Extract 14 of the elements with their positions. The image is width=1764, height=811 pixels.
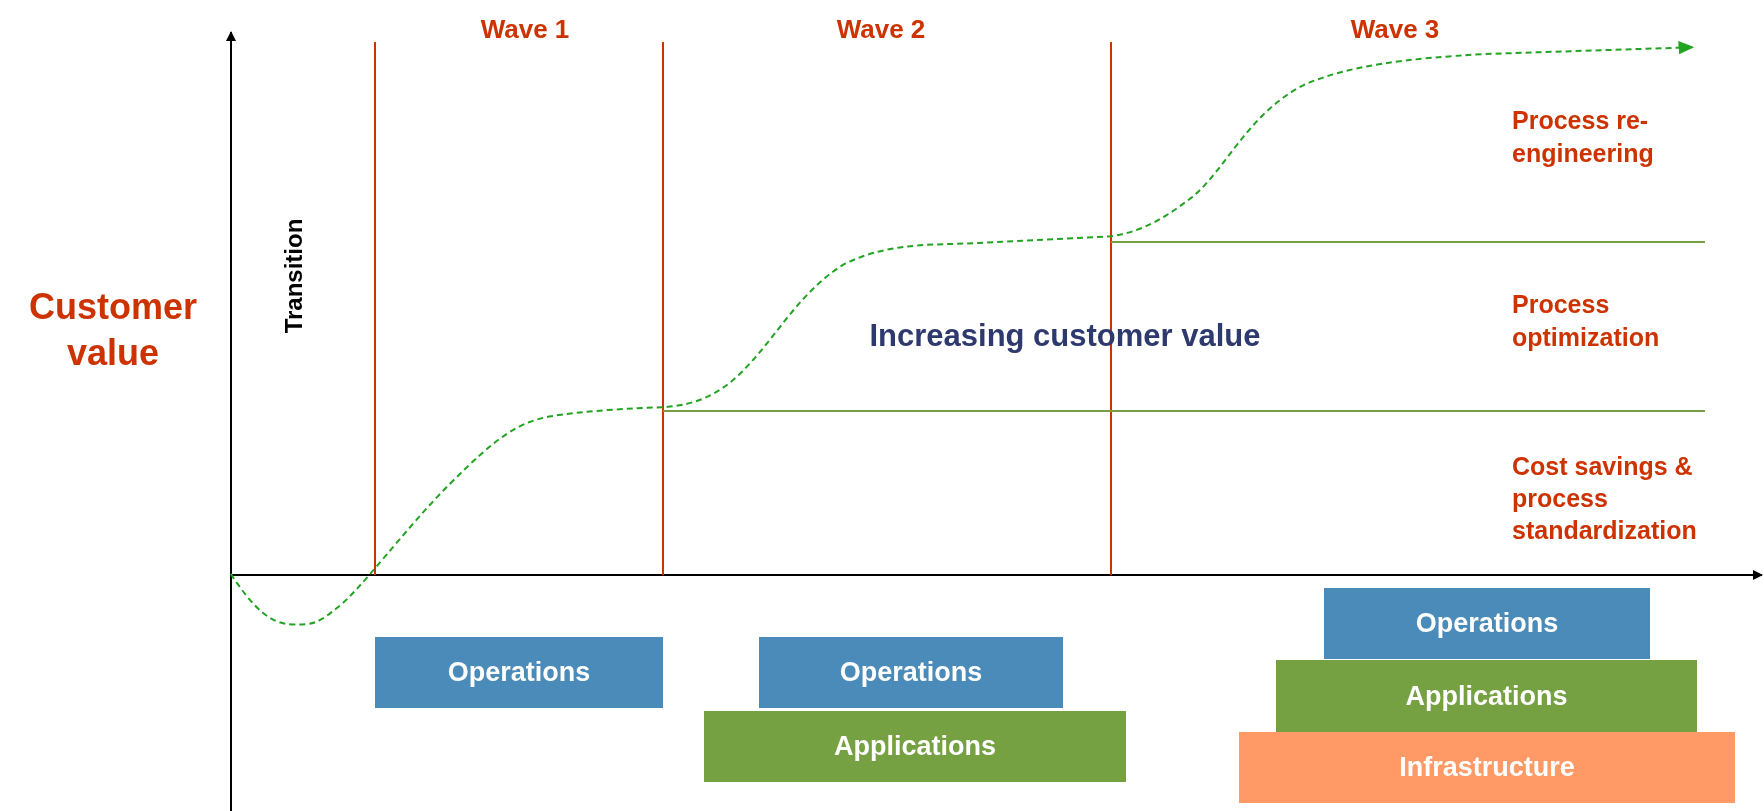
phase-label: Transition xyxy=(279,217,308,336)
wave-label: Wave 3 xyxy=(1349,13,1441,46)
layer-box: Infrastructure xyxy=(1239,732,1735,803)
level-label: Process re- engineering xyxy=(1512,105,1655,169)
axis-label: Customer value xyxy=(28,285,198,375)
layer-box: Applications xyxy=(1276,660,1697,732)
level-label: Process optimization xyxy=(1512,289,1661,353)
level-label: Cost savings & process standardization xyxy=(1512,451,1698,546)
layer-box: Applications xyxy=(704,711,1126,782)
layer-box: Operations xyxy=(759,637,1063,708)
wave-label: Wave 2 xyxy=(835,13,927,46)
layer-box: Operations xyxy=(375,637,663,708)
wave-label: Wave 1 xyxy=(479,13,571,46)
layer-box: Operations xyxy=(1324,588,1650,659)
